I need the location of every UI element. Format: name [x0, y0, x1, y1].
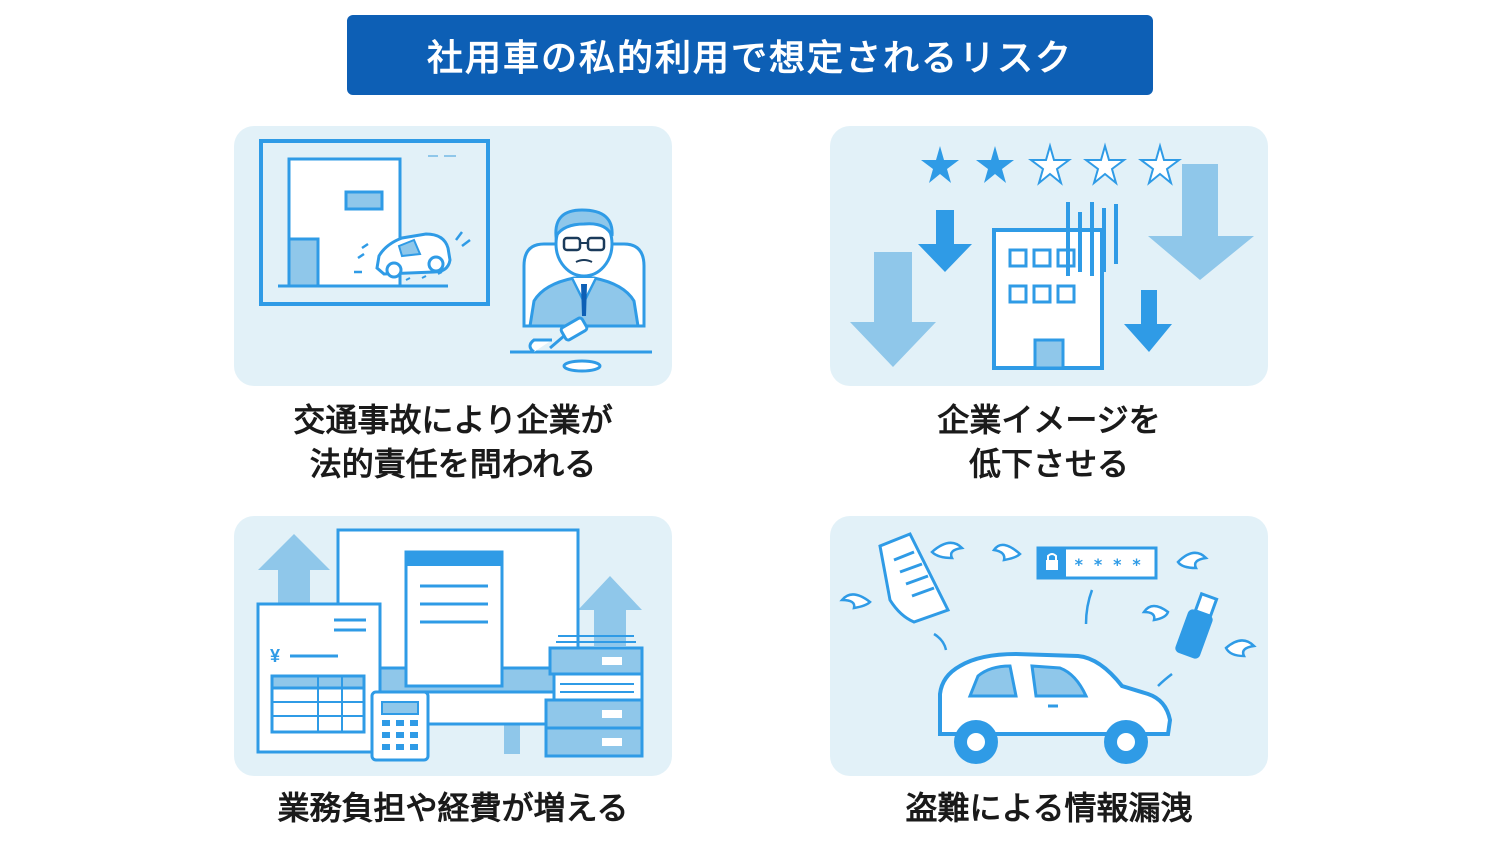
rating-illustration [850, 142, 1254, 370]
wing-icon [839, 541, 1257, 658]
panel-cost: ¥ [234, 516, 672, 776]
invoice-icon: ¥ [256, 602, 382, 754]
svg-text:* * * *: * * * * [1074, 555, 1141, 574]
panel-legal [234, 126, 672, 386]
car-icon [938, 651, 1173, 764]
star-icon [921, 146, 959, 183]
monitor-icon [259, 139, 490, 306]
calculator-icon [370, 690, 430, 762]
title-banner: 社用車の私的利用で想定されるリスク [347, 15, 1153, 95]
star-rating [921, 142, 1182, 186]
star-icon [1138, 142, 1182, 186]
caption-cost: 業務負担や経費が増える [277, 789, 629, 827]
caption-image: 企業イメージを 低下させる [937, 401, 1161, 483]
password-icon: * * * * [1036, 546, 1158, 625]
gavel-icon [528, 316, 602, 373]
caption-leak: 盗難による情報漏洩 [905, 789, 1193, 827]
page-title: 社用車の私的利用で想定されるリスク [426, 38, 1073, 79]
usb-drive-icon [1157, 591, 1219, 687]
star-icon [1028, 142, 1072, 186]
office-building-icon [992, 202, 1118, 370]
panel-image [830, 126, 1268, 386]
panel-leak: * * * * [830, 516, 1268, 776]
flying-document-icon [878, 532, 951, 651]
document-stack-icon [544, 635, 644, 758]
svg-text:¥: ¥ [270, 646, 280, 666]
caption-legal: 交通事故により企業が 法的責任を問われる [293, 401, 613, 483]
star-icon [1083, 142, 1127, 186]
down-arrow-icon [850, 164, 1254, 367]
star-icon [976, 146, 1014, 183]
car-crash-icon [354, 231, 471, 281]
